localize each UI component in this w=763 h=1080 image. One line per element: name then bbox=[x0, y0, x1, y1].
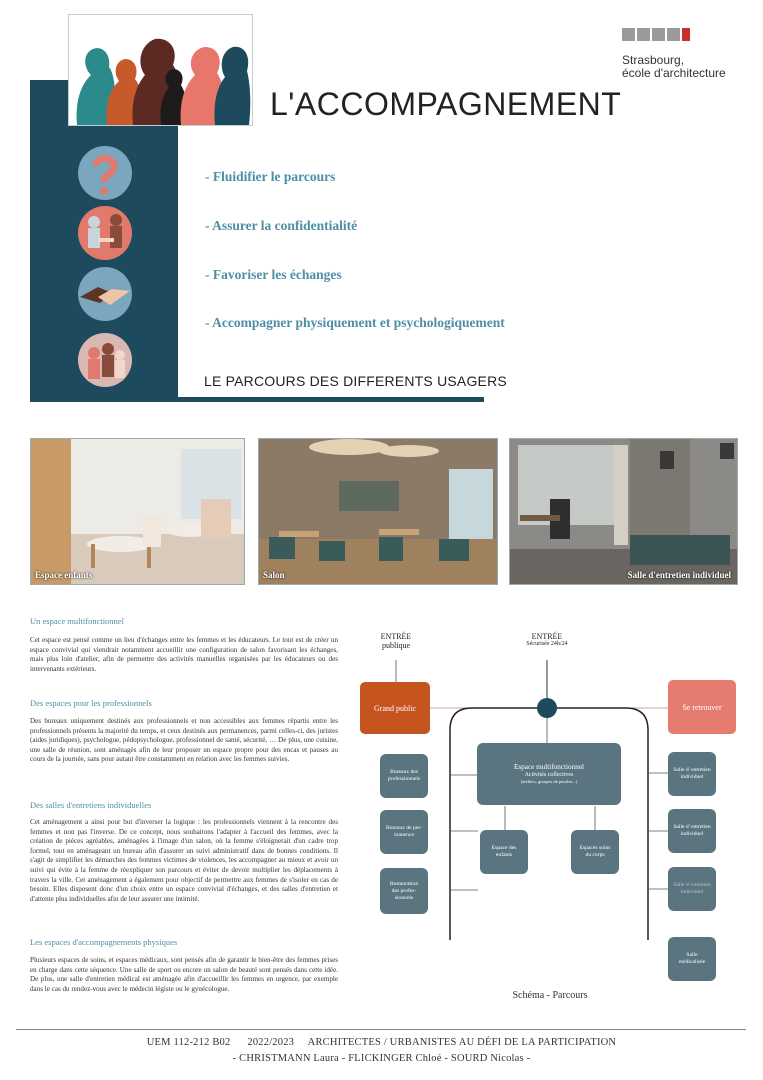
entree-publique-label: ENTRÉE publique bbox=[366, 632, 426, 650]
parcours-heading: LE PARCOURS DES DIFFERENTS USAGERS bbox=[204, 373, 507, 389]
logo-blocks bbox=[622, 28, 742, 46]
photo-caption: Espace enfants bbox=[35, 570, 93, 580]
grand-public-box: Grand public bbox=[360, 682, 430, 734]
footer-divider bbox=[16, 1029, 746, 1030]
goal-1: - Fluidifier le parcours bbox=[205, 169, 336, 184]
box-label: manence bbox=[394, 832, 414, 838]
espace-multifonctionnel-box: Espace multifonctionnel Activités collec… bbox=[477, 743, 621, 805]
box-label: individuel bbox=[680, 889, 704, 895]
se-retrouver-box: Se retrouver bbox=[668, 680, 736, 734]
women-silhouettes-illustration bbox=[68, 14, 253, 126]
box-label: des profes- bbox=[391, 887, 417, 894]
box-label: Se retrouver bbox=[682, 702, 722, 712]
footer-line-2: - CHRISTMANN Laura - FLICKINGER Chloé - … bbox=[232, 1053, 531, 1064]
box-label: du corps bbox=[585, 852, 605, 858]
box-label: individuel bbox=[680, 774, 704, 780]
box-label: individuel bbox=[680, 831, 704, 837]
box-label: Salle d' entretien bbox=[673, 882, 711, 888]
box-label: Espace multifonctionnel bbox=[513, 763, 585, 771]
salle-medicalisee-box: Salle médicalisée bbox=[668, 937, 716, 981]
box-label: professionnels bbox=[387, 776, 421, 782]
section-body: Cet aménagement a ainsi pour but d'inver… bbox=[30, 818, 338, 903]
box-label: Salle bbox=[686, 952, 698, 958]
section-body: Cet espace est pensé comme un lieu d'éch… bbox=[30, 636, 338, 673]
box-sublabel: Activités collectives bbox=[524, 772, 574, 778]
box-label: Bureaux des bbox=[390, 769, 418, 775]
handshake-icon bbox=[78, 267, 132, 321]
salle-entretien-box: Salle d' entretien individuel bbox=[668, 752, 716, 796]
section-title: Des espaces pour les professionnels bbox=[30, 698, 152, 708]
box-label: Grand public bbox=[374, 703, 416, 713]
photo-caption: Salon bbox=[263, 570, 285, 580]
photo-salle-entretien: Salle d'entretien individuel bbox=[509, 438, 738, 585]
box-label: Salle d' entretien bbox=[673, 767, 711, 773]
section-body: Plusieurs espaces de soins, et espaces m… bbox=[30, 956, 338, 993]
logo-line-1: Strasbourg, bbox=[622, 53, 685, 67]
entree-title: ENTRÉE bbox=[531, 632, 563, 641]
espace-enfants-box: Espace des enfants bbox=[480, 830, 528, 874]
diagram-caption: Schéma - Parcours bbox=[512, 990, 588, 1001]
school-logo: Strasbourg, école d'architecture bbox=[622, 28, 742, 80]
box-label: Salle d' entretien bbox=[673, 824, 711, 830]
restauration-professionnels-box: Restauration des profes- sionnels bbox=[380, 868, 428, 914]
section-title: Les espaces d'accompagnements physiques bbox=[30, 937, 178, 947]
divider bbox=[178, 397, 484, 402]
box-label: sionnels bbox=[394, 894, 414, 901]
box-label: enfants bbox=[495, 852, 513, 858]
meeting-icon bbox=[78, 206, 132, 260]
footer-line-1: UEM 112-212 B02 2022/2023 ARCHITECTES / … bbox=[146, 1037, 617, 1048]
salle-entretien-box: Salle d' entretien individuel bbox=[668, 809, 716, 853]
parcours-diagram-lines bbox=[395, 660, 668, 940]
photo-espace-enfants: Espace enfants bbox=[30, 438, 245, 585]
group-support-icon bbox=[78, 333, 132, 387]
entree-subtitle: publique bbox=[382, 641, 410, 650]
section-title: Des salles d'entretiens individuelles bbox=[30, 800, 152, 810]
logo-line-2: école d'architecture bbox=[622, 66, 726, 80]
goal-3: - Favoriser les échanges bbox=[205, 267, 342, 282]
question-mark-icon bbox=[78, 146, 132, 200]
entree-securisee-label: ENTRÉE Sécurisée 24h/24 bbox=[507, 632, 587, 647]
section-title: Un espace multifonctionnel bbox=[30, 616, 124, 626]
page-title: L'ACCOMPAGNEMENT bbox=[270, 86, 622, 122]
goal-2: - Assurer la confidentialité bbox=[205, 218, 358, 233]
bureaux-professionnels-box: Bureaux des professionnels bbox=[380, 754, 428, 798]
photo-caption: Salle d'entretien individuel bbox=[627, 570, 731, 580]
box-label: médicalisée bbox=[678, 959, 706, 965]
box-sublabel: (ateliers, groupes de paroles...) bbox=[520, 779, 578, 784]
box-label: Espaces soins bbox=[579, 845, 611, 851]
salle-entretien-box: Salle d' entretien individuel bbox=[668, 867, 716, 911]
entree-title: ENTRÉE bbox=[380, 632, 412, 641]
box-label: Restauration bbox=[389, 880, 419, 887]
section-body: Des bureaux uniquement destinés aux prof… bbox=[30, 717, 338, 764]
espaces-soins-box: Espaces soins du corps bbox=[571, 830, 619, 874]
box-label: Bureaux de per- bbox=[386, 825, 422, 831]
entree-subtitle: Sécurisée 24h/24 bbox=[526, 641, 568, 647]
goal-4: - Accompagner physiquement et psychologi… bbox=[205, 315, 505, 330]
box-label: Espace des bbox=[491, 845, 517, 851]
photo-salon: Salon bbox=[258, 438, 498, 585]
bureaux-permanence-box: Bureaux de per- manence bbox=[380, 810, 428, 854]
